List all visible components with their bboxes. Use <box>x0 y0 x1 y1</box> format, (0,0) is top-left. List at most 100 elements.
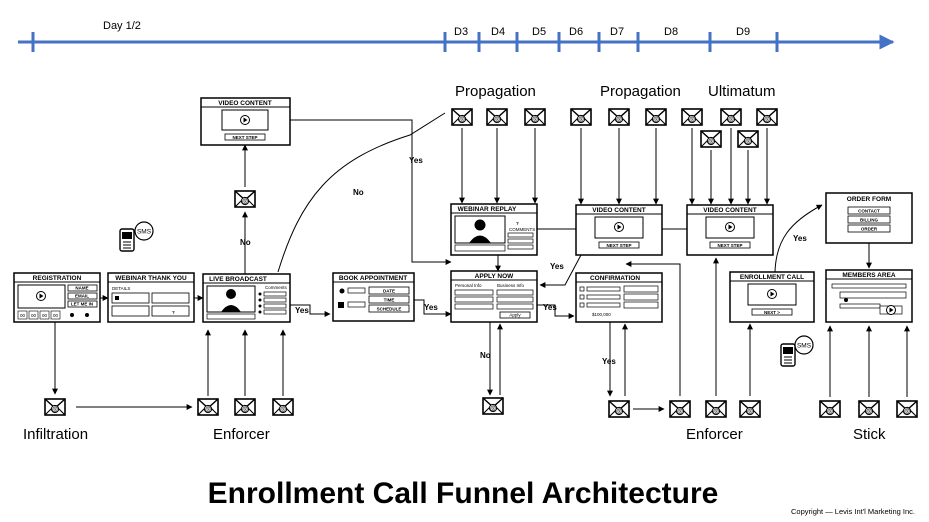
replay-comments-label: COMMENTS <box>509 227 535 232</box>
counter: 00 <box>20 313 26 318</box>
edge-label-yes-video: Yes <box>409 156 423 165</box>
email-icon <box>681 108 703 126</box>
video-content-2-title: VIDEO CONTENT <box>592 207 645 214</box>
email-icon <box>700 130 722 148</box>
registration-box: REGISTRATION NAME EMAIL LET ME IN 00 00 … <box>13 272 101 323</box>
counter: 00 <box>53 313 59 318</box>
order-field-contact: CONTACT <box>858 209 880 214</box>
apply-button: Apply <box>509 313 521 318</box>
registration-field-name: NAME <box>75 286 88 291</box>
order-form-box: ORDER FORM CONTACT BILLING ORDER <box>825 192 913 244</box>
registration-title: REGISTRATION <box>33 275 82 282</box>
section-propagation-1: Propagation <box>455 83 536 100</box>
timeline-label-d4: D4 <box>491 26 505 38</box>
edge-label-yes-enroll: Yes <box>793 234 807 243</box>
email-icon <box>234 398 256 416</box>
timeline-label-d8: D8 <box>664 26 678 38</box>
section-enforcer-2: Enforcer <box>686 426 743 443</box>
book-appointment-box: BOOK APPOINTMENT DATE TIME SCHEDULE <box>332 272 415 322</box>
email-icon <box>451 108 473 126</box>
confirmation-box: CONFIRMATION $100,000 <box>575 272 663 323</box>
email-icon <box>737 130 759 148</box>
book-field-time: TIME <box>384 298 395 303</box>
enrollment-call-button: NEXT > <box>764 310 780 315</box>
live-broadcast-title: LIVE BROADCAST <box>209 276 267 283</box>
email-icon <box>720 108 742 126</box>
webinar-thank-you-title: WEBINAR THANK YOU <box>115 275 187 282</box>
edge-label-yes-video2: Yes <box>550 262 564 271</box>
details-label: DETAILS <box>112 286 130 291</box>
email-icon <box>705 400 727 418</box>
members-area-box: MEMBERS AREA <box>825 269 913 323</box>
section-stick: Stick <box>853 426 886 443</box>
order-field-order: ORDER <box>861 227 878 232</box>
apply-now-box: APPLY NOW Personal Info Business Info Ap… <box>450 270 538 323</box>
email-icon <box>756 108 778 126</box>
video-content-top-box: VIDEO CONTENT NEXT STEP <box>200 97 291 146</box>
edge-label-yes-live: Yes <box>295 306 309 315</box>
email-icon <box>739 400 761 418</box>
enrollment-call-box: ENROLLMENT CALL NEXT > <box>729 271 815 323</box>
members-area-title: MEMBERS AREA <box>842 272 896 279</box>
thank-you-question: ? <box>172 310 175 315</box>
section-ultimatum: Ultimatum <box>708 83 776 100</box>
email-icon <box>669 400 691 418</box>
video-content-top-button: NEXT STEP <box>232 135 257 140</box>
enrollment-call-title: ENROLLMENT CALL <box>740 274 804 281</box>
email-icon <box>608 400 630 418</box>
counter: 00 <box>42 313 48 318</box>
email-icon <box>44 398 66 416</box>
email-icon <box>197 398 219 416</box>
edge-label-no-apply: No <box>480 351 491 360</box>
edge-label-yes-book: Yes <box>424 303 438 312</box>
copyright: Copyright — Levis Int'l Marketing Inc. <box>791 507 915 516</box>
registration-field-email: EMAIL <box>75 294 89 299</box>
email-icon <box>486 108 508 126</box>
book-field-schedule: SCHEDULE <box>377 307 402 312</box>
sms-label-2: SMS <box>797 343 812 350</box>
email-icon <box>234 190 256 208</box>
email-icon <box>858 400 880 418</box>
webinar-replay-title: WEBINAR REPLAY <box>458 206 517 213</box>
live-comments-label: Comments <box>265 285 288 290</box>
edge-label-no-live: No <box>240 238 251 247</box>
counter: 00 <box>31 313 37 318</box>
book-field-date: DATE <box>383 289 395 294</box>
page-title: Enrollment Call Funnel Architecture <box>208 477 719 510</box>
email-envelopes <box>44 108 918 418</box>
section-infiltration: Infiltration <box>23 426 88 443</box>
edge-label-yes-apply: Yes <box>543 303 557 312</box>
sms-label: SMS <box>137 229 152 236</box>
webinar-thank-you-box: WEBINAR THANK YOU DETAILS ? <box>107 272 195 323</box>
email-icon <box>645 108 667 126</box>
email-icon <box>272 398 294 416</box>
sms-phone: SMS <box>119 221 154 252</box>
section-enforcer-1: Enforcer <box>213 426 270 443</box>
registration-field-letmein: LET ME IN <box>71 302 93 307</box>
email-icon <box>524 108 546 126</box>
timeline-label-d3: D3 <box>454 26 468 38</box>
email-icon <box>482 397 504 415</box>
order-field-billing: BILLING <box>860 218 878 223</box>
confirmation-amount: $100,000 <box>592 312 611 317</box>
video-content-3-box: VIDEO CONTENT NEXT STEP <box>686 204 774 256</box>
video-content-3-title: VIDEO CONTENT <box>703 207 756 214</box>
video-content-2-box: VIDEO CONTENT NEXT STEP <box>575 204 663 256</box>
apply-col-personal: Personal Info <box>455 283 482 288</box>
timeline-label-day12: Day 1/2 <box>103 20 141 32</box>
connectors <box>52 112 910 412</box>
email-icon <box>896 400 918 418</box>
confirmation-title: CONFIRMATION <box>590 275 640 282</box>
video-content-top-title: VIDEO CONTENT <box>218 100 271 107</box>
replay-question: ? <box>516 221 519 226</box>
apply-now-title: APPLY NOW <box>475 273 515 280</box>
email-icon <box>608 108 630 126</box>
video-content-2-button: NEXT STEP <box>606 243 631 248</box>
email-icon <box>819 400 841 418</box>
timeline-label-d5: D5 <box>532 26 546 38</box>
apply-col-business: Business Info <box>497 283 525 288</box>
section-propagation-2: Propagation <box>600 83 681 100</box>
live-broadcast-box: LIVE BROADCAST Comments <box>202 273 291 323</box>
timeline-label-d9: D9 <box>736 26 750 38</box>
